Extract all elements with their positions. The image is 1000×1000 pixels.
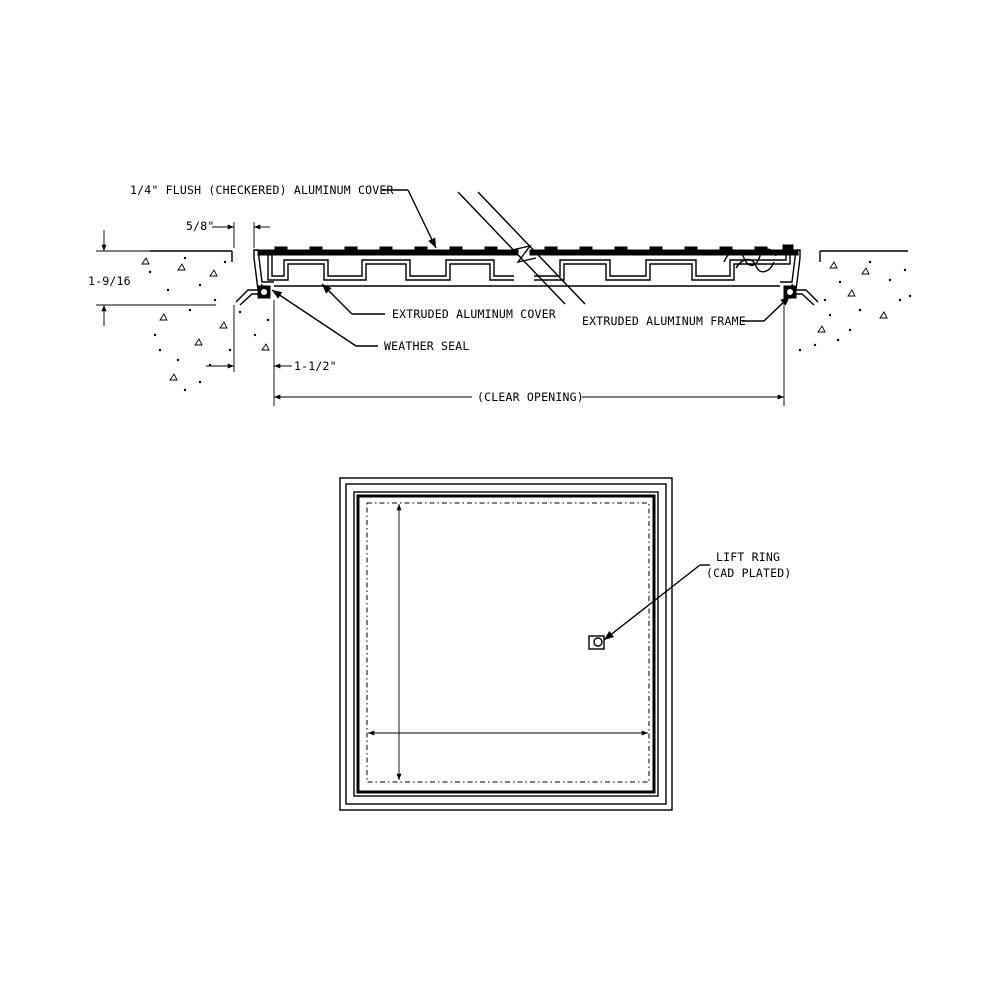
- dim-depth: 1-9/16: [88, 274, 131, 288]
- concrete-aggregate-right: [798, 260, 912, 352]
- label-lift-ring: LIFT RING: [716, 550, 780, 564]
- plan-frame-inner: [345, 483, 667, 805]
- dim-top-offset: 5/8": [186, 219, 215, 233]
- label-frame: EXTRUDED ALUMINUM FRAME: [582, 314, 746, 328]
- plan-outer-frame: [339, 477, 673, 811]
- concrete-aggregate-left: [141, 256, 270, 392]
- dimensions: [96, 222, 785, 406]
- label-cover-extrusion: EXTRUDED ALUMINUM COVER: [392, 307, 556, 321]
- frame-section: [235, 249, 819, 306]
- plan-cover-thick: [356, 494, 656, 794]
- lift-ring-icon: [588, 635, 605, 650]
- leaders: [271, 189, 791, 347]
- section-view: 1/4" FLUSH (CHECKERED) ALUMINUM COVER 5/…: [88, 183, 912, 406]
- dim-side-offset: 1-1/2": [294, 359, 337, 373]
- dim-opening: (CLEAR OPENING): [477, 390, 584, 404]
- break-line: [457, 191, 586, 305]
- hinge-detail: [723, 244, 794, 273]
- plan-clear-opening: [366, 502, 650, 783]
- cover-extrusion-ribs: [267, 255, 791, 281]
- label-cover: 1/4" FLUSH (CHECKERED) ALUMINUM COVER: [130, 183, 394, 197]
- plan-cover-edge: [353, 491, 659, 797]
- label-lift-ring-finish: (CAD PLATED): [706, 566, 791, 580]
- plan-view: LIFT RING (CAD PLATED): [339, 477, 791, 811]
- label-seal: WEATHER SEAL: [384, 339, 469, 353]
- checkered-cover-plate: [257, 246, 799, 256]
